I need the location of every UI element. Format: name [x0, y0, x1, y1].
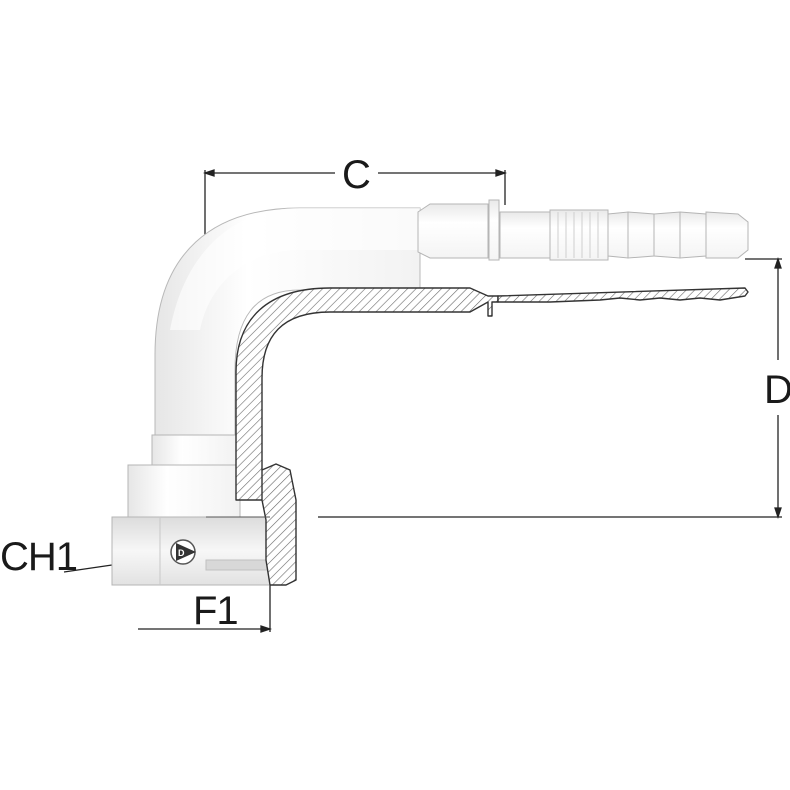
hose-tail	[417, 199, 749, 261]
ring	[488, 199, 500, 261]
dunlop-logo: D	[170, 539, 196, 565]
dimension-d	[318, 256, 782, 520]
elbow-tube-outer	[154, 207, 421, 441]
arrowhead	[774, 256, 782, 269]
arrowhead	[495, 169, 508, 177]
dimension-f1	[138, 585, 273, 633]
arrowhead	[774, 507, 782, 520]
barb-tip	[705, 211, 749, 259]
thread-lines	[557, 212, 599, 258]
logo-triangle-icon	[176, 543, 196, 561]
neck	[151, 434, 239, 466]
dimension-label-c: C	[342, 153, 370, 197]
leader-line	[63, 564, 113, 573]
dimension-label-d: D	[764, 368, 790, 412]
nut-upper	[127, 464, 241, 518]
dimension-ch1	[63, 564, 113, 573]
dimension-label-ch1: CH1	[0, 535, 77, 579]
cross-section	[206, 287, 749, 586]
collar	[417, 203, 489, 259]
shank	[499, 211, 551, 259]
nut-section	[261, 463, 297, 586]
arrowhead	[260, 625, 273, 633]
dimension-label-f1: F1	[193, 589, 238, 633]
tail-wall-section	[497, 287, 749, 303]
arrowhead	[202, 169, 215, 177]
thread-section	[549, 209, 609, 261]
logo-letter: D	[178, 548, 185, 558]
